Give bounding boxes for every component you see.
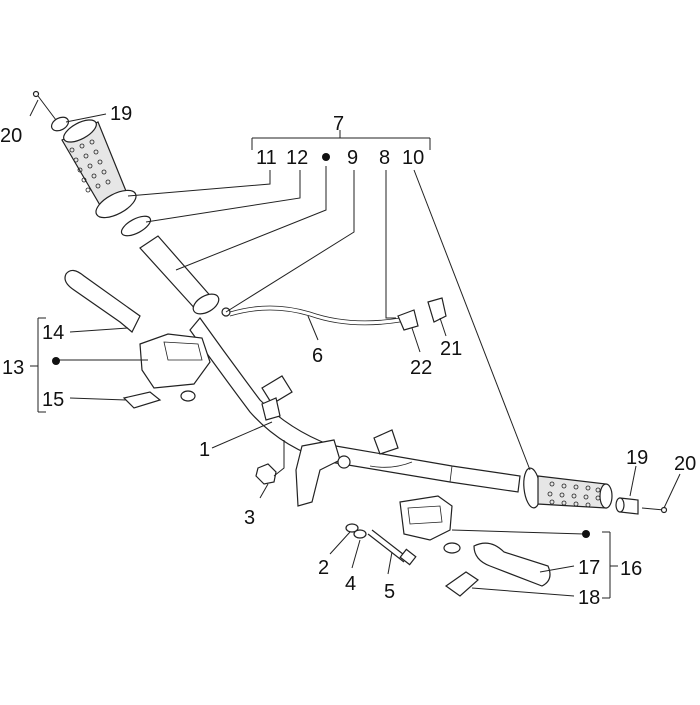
callout-1: 1 xyxy=(199,439,210,461)
left-clamp-15 xyxy=(122,391,162,409)
callout-20-right: 20 xyxy=(674,453,696,475)
callout-8: 8 xyxy=(379,147,390,169)
callout-10: 10 xyxy=(402,147,424,169)
right-brake-lever xyxy=(473,542,551,587)
callout-18: 18 xyxy=(578,587,600,609)
nut-3 xyxy=(255,463,277,485)
handlebar-tube xyxy=(139,235,521,507)
left-brake-lever xyxy=(64,269,141,333)
callout-5: 5 xyxy=(384,581,395,603)
callout-20-left: 20 xyxy=(0,125,22,147)
left-grip xyxy=(61,119,137,219)
callout-14: 14 xyxy=(42,322,64,344)
right-bar-end-weight xyxy=(615,497,668,515)
bullet-dot-13 xyxy=(52,357,60,365)
washer-12 xyxy=(120,215,152,237)
washer-2 xyxy=(345,523,359,533)
callout-17: 17 xyxy=(578,557,600,579)
right-master-cylinder xyxy=(399,495,461,554)
bolt-5 xyxy=(367,529,417,566)
left-master-cylinder xyxy=(139,333,211,402)
leader-lines xyxy=(29,99,681,599)
callout-6: 6 xyxy=(312,345,323,367)
callout-4: 4 xyxy=(345,573,356,595)
bullet-dot-16 xyxy=(582,530,590,538)
callout-15: 15 xyxy=(42,389,64,411)
callout-19-left: 19 xyxy=(110,103,132,125)
callout-22: 22 xyxy=(410,357,432,379)
callout-13: 13 xyxy=(2,357,24,379)
washer-4 xyxy=(353,529,367,539)
callout-12: 12 xyxy=(286,147,308,169)
callout-3: 3 xyxy=(244,507,255,529)
callout-19-right: 19 xyxy=(626,447,648,469)
callout-21: 21 xyxy=(440,338,462,360)
callout-16: 16 xyxy=(620,558,642,580)
right-clamp-18 xyxy=(444,571,479,597)
callout-9: 9 xyxy=(347,147,358,169)
right-grip xyxy=(523,467,613,509)
callout-2: 2 xyxy=(318,557,329,579)
left-bar-end-weight xyxy=(32,90,70,132)
throttle-cable xyxy=(221,297,447,331)
callout-11: 11 xyxy=(256,147,277,169)
bullet-dot-12 xyxy=(322,153,330,161)
callout-7: 7 xyxy=(333,113,344,135)
